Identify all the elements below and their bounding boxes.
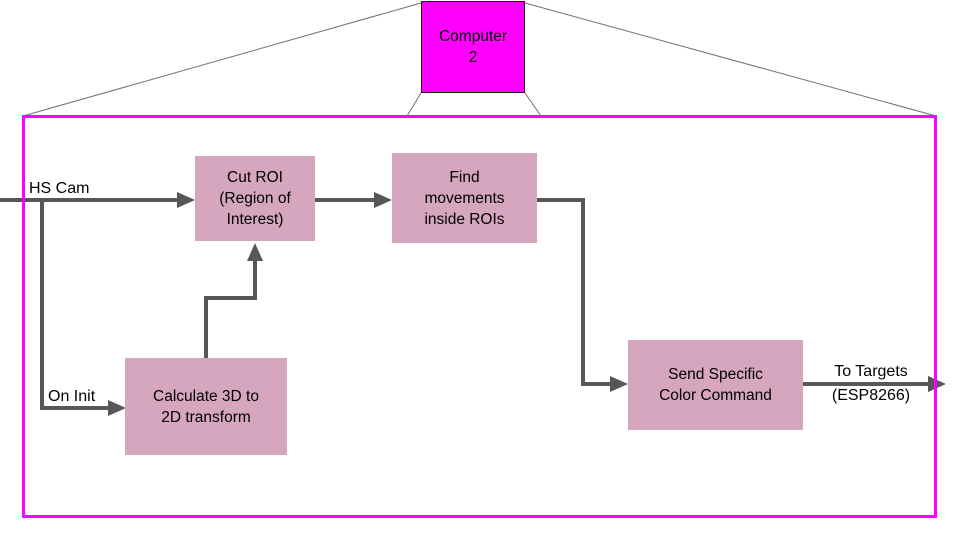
edge-hs-cam-arrowhead [177, 192, 195, 208]
node-cut-roi-label-line2: (Region of [219, 190, 291, 207]
node-find-movements-label-line2: movements [424, 189, 505, 207]
node-cut-roi-label-line1: Cut ROI [227, 169, 283, 186]
computer-2-detail-frame [22, 115, 937, 518]
node-find-movements[interactable]: Find movements inside ROIs [392, 153, 537, 243]
node-find-movements-label-line1: Find [449, 168, 480, 186]
node-computer-2[interactable]: Computer 2 [421, 1, 525, 93]
node-cut-roi-label-line3: Interest) [226, 211, 284, 228]
node-calculate-transform-label-line1: Calculate 3D to [153, 387, 259, 405]
edge-find-to-send-arrowhead [610, 376, 628, 392]
node-calculate-transform[interactable]: Calculate 3D to 2D transform [125, 358, 287, 455]
projection-line-top-right [524, 2, 937, 117]
node-cut-roi[interactable]: Cut ROI (Region of Interest) [195, 156, 315, 241]
node-computer-2-label-line1: Computer [438, 28, 508, 45]
edge-on-init-arrowhead [108, 400, 126, 416]
edge-to-targets-arrowhead [928, 376, 946, 392]
edge-find-to-send-line [537, 198, 612, 386]
node-send-color-command[interactable]: Send Specific Color Command [628, 340, 803, 430]
edge-label-to-targets-line2: (ESP8266) [831, 387, 911, 404]
node-calculate-transform-label-line2: 2D transform [161, 408, 251, 426]
edge-label-to-targets-line1: To Targets [834, 363, 908, 380]
node-send-color-command-label-line2: Color Command [659, 387, 772, 404]
edge-calc-to-cutroi-arrowhead [247, 243, 263, 261]
edge-on-init-line [40, 198, 111, 410]
edge-label-hs-cam: HS Cam [29, 180, 90, 197]
projection-line-bottom-right [524, 92, 542, 117]
projection-line-bottom-left [406, 92, 422, 117]
node-computer-2-label-line2: 2 [468, 49, 478, 66]
edge-label-to-targets: To Targets (ESP8266) [808, 360, 934, 408]
edge-cutroi-to-find-arrowhead [374, 192, 392, 208]
node-find-movements-label-line3: inside ROIs [424, 210, 505, 228]
edge-label-on-init: On Init [48, 388, 96, 405]
edge-calc-to-cutroi-line [204, 259, 257, 358]
projection-line-top-left [22, 2, 422, 117]
node-send-color-command-label-line1: Send Specific [668, 366, 763, 383]
